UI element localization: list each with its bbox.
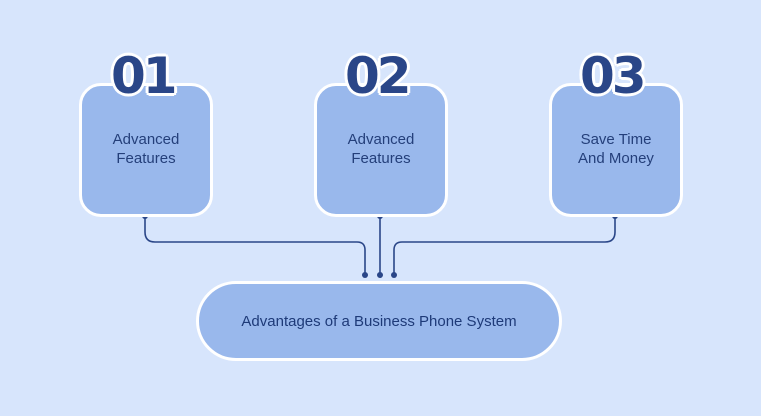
center-pill: Advantages of a Business Phone System [196,281,562,361]
card-label: Features [116,150,176,167]
card-number: 02 [345,47,412,105]
card-number: 01 [111,47,178,105]
card-number: 03 [580,47,647,105]
center-label: Advantages of a Business Phone System [241,312,517,330]
card-label: Advanced [112,131,180,148]
card-label: Features [351,150,411,167]
connector-01 [144,216,366,275]
card-label: Save Time [580,131,652,148]
card-label: And Money [578,150,654,167]
card-label: Advanced [347,131,415,148]
connector-03 [393,216,616,275]
